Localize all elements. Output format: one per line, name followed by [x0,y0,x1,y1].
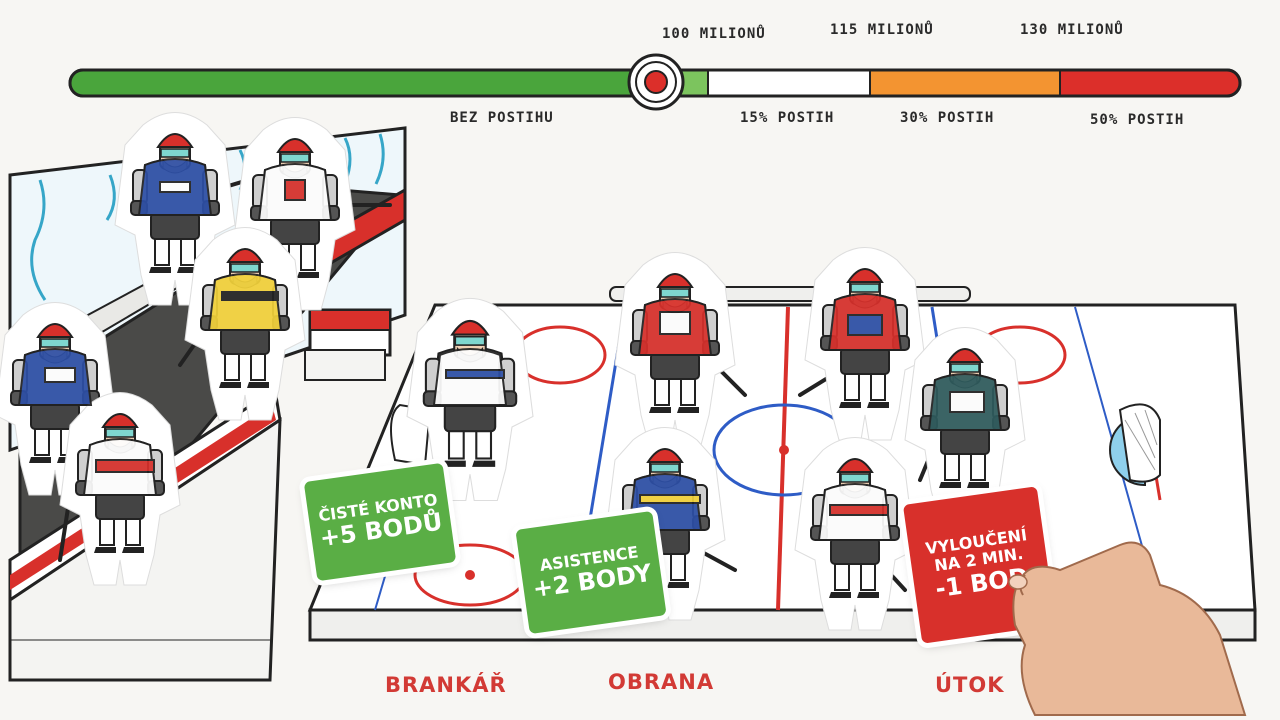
goal-net-right-icon [1118,403,1161,483]
position-forward-label: ÚTOK [935,673,1005,697]
zone-50-label: 50% POSTIH [1090,112,1185,128]
position-defense-label: OBRANA [608,670,715,694]
threshold-130: 130 MILIONŮ [1020,22,1124,38]
assist-card: ASISTENCE +2 BODY [515,510,667,635]
position-goalie-label: BRANKÁŘ [385,673,507,697]
penalty-scale-bar [68,53,1242,111]
hand-illustration [1008,541,1247,716]
threshold-115: 115 MILIONŮ [830,22,934,38]
zone-15-label: 15% POSTIH [740,110,835,126]
threshold-100: 100 MILIONŮ [662,26,766,42]
clean-sheet-card: ČISTÉ KONTO +5 BODŮ [303,462,457,582]
penalty-30-segment [870,70,1060,96]
no-penalty-segment [70,70,660,96]
zone-no-penalty-label: BEZ POSTIHU [450,110,554,126]
zone-30-label: 30% POSTIH [900,110,995,126]
penalty-50-segment [1060,70,1240,96]
goal-net-left-icon [390,403,432,467]
scale-marker-icon [627,53,685,111]
